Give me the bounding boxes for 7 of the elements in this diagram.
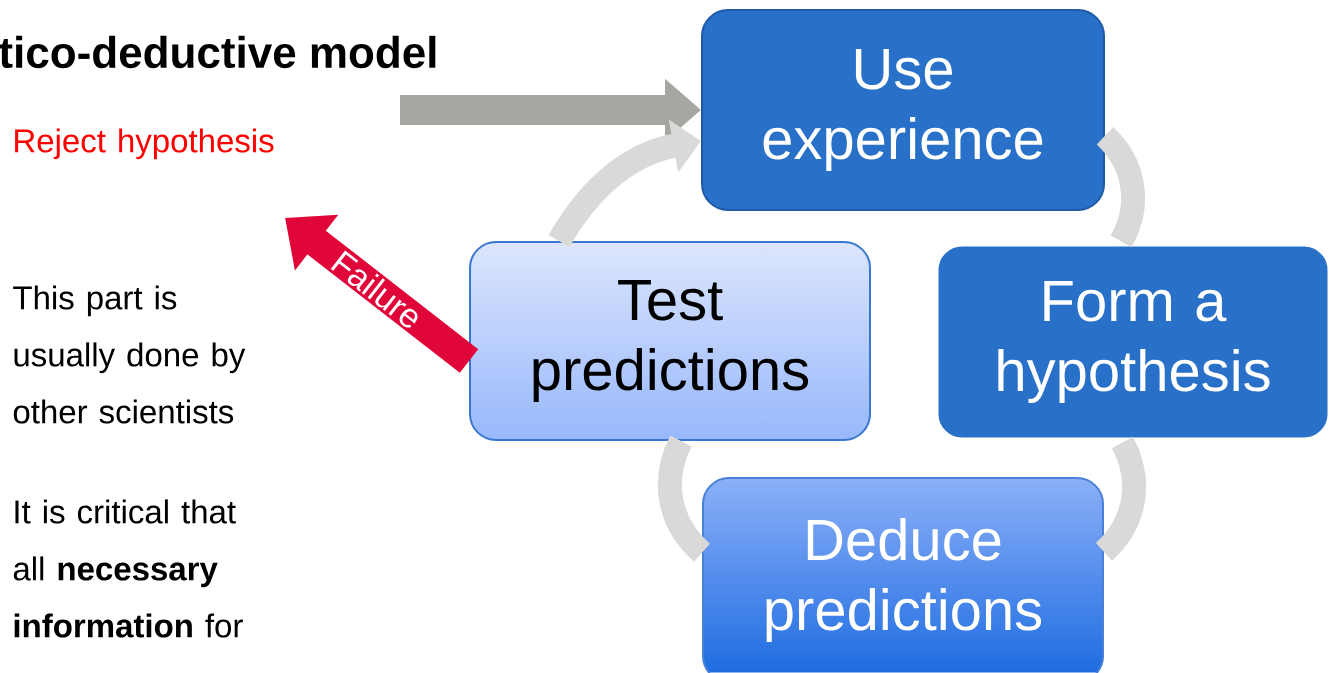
process-box: Test predictions <box>469 241 871 441</box>
note-text: This part is usually done by other scientists <box>13 285 246 424</box>
note-text: It is critical that all necessary information for <box>13 499 243 638</box>
process-box: Form a hypothesis <box>933 241 1331 443</box>
label-text: Reject hypothesis <box>15 128 274 160</box>
process-box: Use experience <box>701 9 1105 211</box>
process-box: Deduce predictions <box>702 477 1104 673</box>
